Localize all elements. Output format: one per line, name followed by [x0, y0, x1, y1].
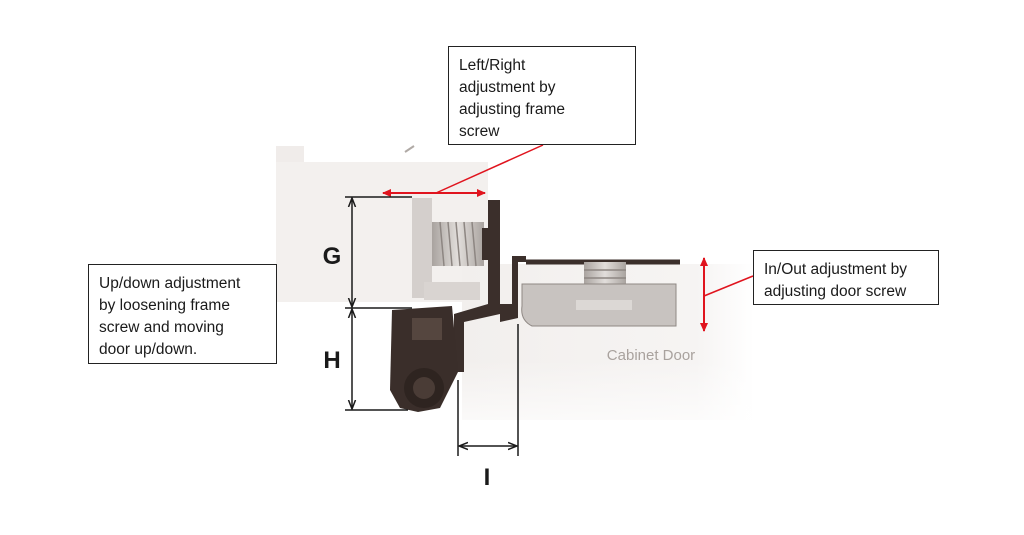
callout-line: door up/down. — [99, 341, 198, 358]
callout-in-out: In/Out adjustment by adjusting door scre… — [753, 250, 939, 305]
callout-line: adjusting door screw — [764, 283, 907, 300]
callout-up-down: Up/down adjustment by loosening frame sc… — [88, 264, 277, 364]
callout-line: Left/Right — [459, 57, 526, 74]
label-g: G — [323, 243, 342, 270]
callout-line: In/Out adjustment by — [764, 261, 908, 278]
callout-line: adjusting frame — [459, 101, 565, 118]
callout-line: Up/down adjustment — [99, 275, 241, 292]
callout-line: screw — [459, 123, 500, 140]
frame-screw — [412, 198, 498, 300]
left-right-leader — [435, 144, 544, 194]
callout-line: by loosening frame — [99, 297, 230, 314]
in-out-arrow — [700, 257, 754, 332]
callout-left-right: Left/Right adjustment by adjusting frame… — [448, 46, 636, 145]
door-screw — [521, 262, 677, 327]
hinge-body — [390, 200, 526, 412]
label-h: H — [323, 347, 340, 374]
callout-line: adjustment by — [459, 79, 556, 96]
left-right-arrow — [382, 144, 544, 197]
callout-line: screw and moving — [99, 319, 224, 336]
label-cabinet-door: Cabinet Door — [607, 347, 695, 364]
dimension-h — [345, 310, 408, 411]
label-i: I — [484, 464, 491, 491]
cabinet-door — [462, 259, 754, 450]
frame-edge-mark — [404, 145, 415, 153]
dimension-i — [457, 324, 519, 456]
in-out-leader — [703, 275, 754, 297]
